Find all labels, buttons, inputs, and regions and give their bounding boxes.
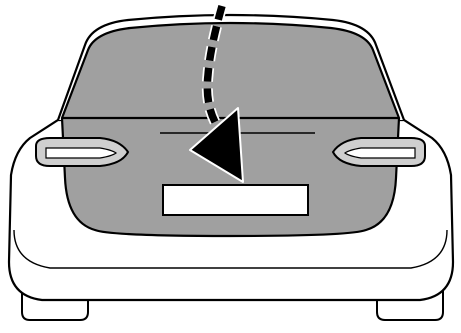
left-tail-light-icon <box>36 138 128 166</box>
right-tail-light-icon <box>333 138 425 166</box>
license-plate-icon <box>163 185 308 215</box>
